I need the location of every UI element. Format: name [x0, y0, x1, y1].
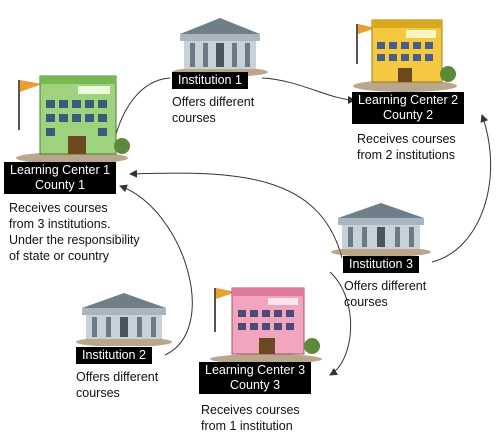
learning-center-3-label: Learning Center 3 County 3 [199, 362, 312, 394]
learning-center-2-label: Learning Center 2 County 2 [352, 92, 465, 124]
institution-3-description: Offers different courses [344, 279, 427, 309]
learning-center-1-building-icon [16, 75, 130, 164]
learning-center-1-label: Learning Center 1 County 1 [4, 162, 117, 194]
institution-1-description: Offers different courses [172, 95, 255, 125]
arrow-inst3-to-center3 [329, 271, 352, 376]
institution-3-label: Institution 3 [343, 256, 419, 273]
arrow-inst1-to-center2 [261, 77, 356, 104]
institution-1-label: Institution 1 [172, 72, 248, 89]
learning-center-1-description: Receives courses from 3 institutions. Un… [9, 201, 140, 263]
institution-2-building-icon [76, 293, 172, 346]
institution-3-building-icon [331, 203, 431, 256]
institution-2-label: Institution 2 [76, 347, 152, 364]
learning-center-3-building-icon [210, 287, 322, 364]
arrow-inst3-to-center1 [129, 169, 343, 259]
arrow-inst3-to-center2 [431, 114, 492, 263]
learning-center-2-building-icon [353, 19, 457, 92]
institution-1-building-icon [172, 18, 268, 76]
arrow-inst2-to-center1 [119, 184, 193, 356]
learning-center-2-description: Receives courses from 2 institutions [357, 132, 456, 162]
learning-center-3-description: Receives courses from 1 institution [201, 403, 300, 433]
institution-2-description: Offers different courses [76, 370, 159, 400]
